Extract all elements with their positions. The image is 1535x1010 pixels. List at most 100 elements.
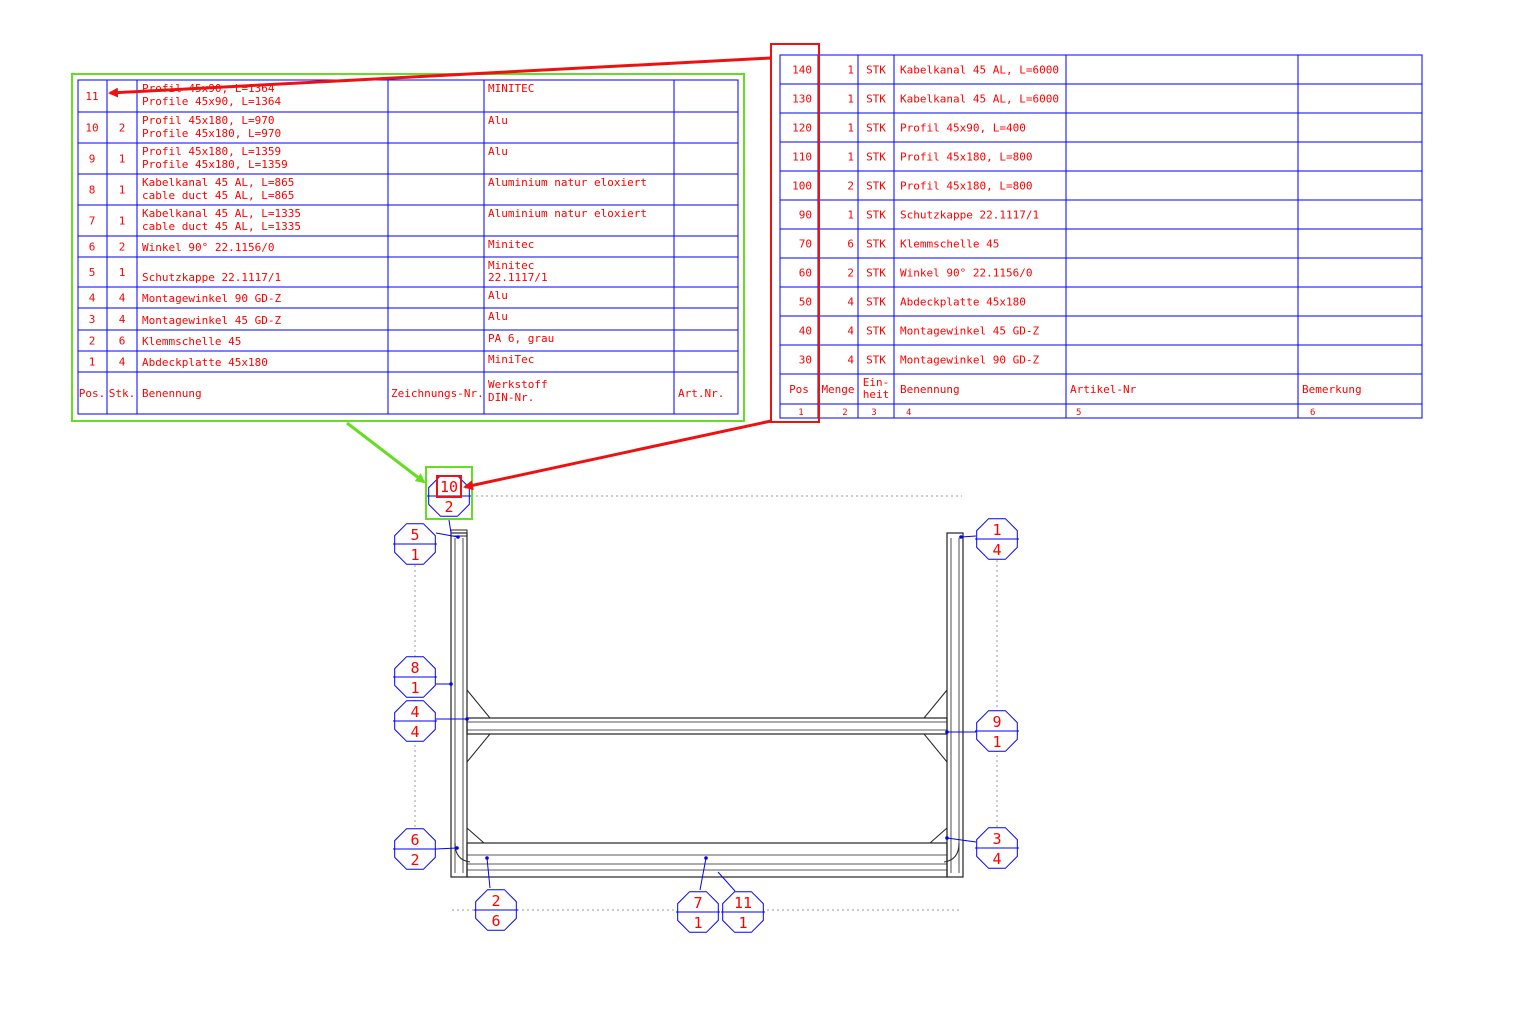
table-frame: [779, 54, 1423, 419]
header-artikel-nr: Artikel-Nr: [1070, 383, 1137, 396]
balloon-quantity: 1: [693, 914, 702, 932]
cell-einheit: STK: [866, 64, 886, 77]
cell-einheit: STK: [866, 93, 886, 106]
cell-stk: 2: [119, 241, 126, 254]
cell-einheit: STK: [866, 296, 886, 309]
cell-werkstoff: Minitec: [488, 238, 534, 251]
cell-pos: 50: [799, 296, 812, 309]
cell-pos: 90: [799, 209, 812, 222]
bottom-rail: [466, 842, 948, 878]
balloon-quantity: 4: [410, 723, 419, 741]
cell-menge: 2: [847, 180, 854, 193]
cell-einheit: STK: [866, 267, 886, 280]
leader-line: [717, 871, 736, 892]
cell-werkstoff: MINITEC: [488, 82, 534, 95]
cell-benennung: Profile 45x180, L=970: [142, 127, 281, 140]
cell-pos: 110: [792, 151, 812, 164]
cell-pos: 60: [799, 267, 812, 280]
gusset: [466, 826, 486, 844]
balloon-quantity: 4: [992, 850, 1001, 868]
column-number: 3: [871, 408, 876, 418]
balloon-position: 8: [410, 659, 419, 677]
header-bemerkung: Bemerkung: [1302, 383, 1362, 396]
cell-menge: 1: [847, 93, 854, 106]
cell-menge: 1: [847, 64, 854, 77]
cell-stk: 1: [119, 184, 126, 197]
cell-benennung: Profil 45x90, L=400: [900, 122, 1026, 135]
cell-pos: 120: [792, 122, 812, 135]
header-werkstoff: Werkstoff: [488, 378, 548, 391]
cell-benennung: Kabelkanal 45 AL, L=865: [142, 176, 294, 189]
cell-menge: 6: [847, 238, 854, 251]
leader-line: [699, 857, 707, 891]
cell-werkstoff: Alu: [488, 289, 508, 302]
cell-benennung: cable duct 45 AL, L=865: [142, 189, 294, 202]
cell-benennung: Profile 45x90, L=1364: [142, 95, 281, 108]
balloon-quantity: 2: [444, 498, 453, 516]
cell-stk: 4: [119, 292, 126, 305]
header-benennung: Benennung: [142, 387, 202, 400]
balloon-quantity: 2: [410, 851, 419, 869]
cell-werkstoff: PA 6, grau: [488, 332, 554, 345]
cell-einheit: STK: [866, 238, 886, 251]
cell-benennung: Winkel 90° 22.1156/0: [900, 267, 1032, 280]
cell-stk: 1: [119, 215, 126, 228]
balloon-position: 11: [734, 894, 752, 912]
cell-werkstoff: 22.1117/1: [488, 271, 548, 284]
cell-werkstoff: Alu: [488, 114, 508, 127]
header-pos: Pos.: [79, 387, 106, 400]
cell-pos: 100: [792, 180, 812, 193]
header-einheit: heit: [863, 388, 890, 401]
cell-werkstoff: Aluminium natur eloxiert: [488, 207, 647, 220]
cell-pos: 5: [89, 266, 96, 279]
cell-benennung: Winkel 90° 22.1156/0: [142, 241, 274, 254]
cell-pos: 140: [792, 64, 812, 77]
cell-stk: 1: [119, 266, 126, 279]
cell-stk: 4: [119, 313, 126, 326]
cell-benennung: Klemmschelle 45: [142, 335, 241, 348]
highlight-annotations: [71, 43, 820, 520]
green-highlight-box: [71, 73, 745, 422]
cell-pos: 10: [85, 122, 98, 135]
cell-einheit: STK: [866, 209, 886, 222]
cell-benennung: Klemmschelle 45: [900, 238, 999, 251]
balloon-position: 7: [693, 894, 702, 912]
gusset: [466, 688, 492, 719]
red-arrow: [108, 56, 772, 98]
header-zeichnungs-nr: Zeichnungs-Nr.: [391, 387, 484, 400]
gusset: [928, 826, 948, 844]
balloon-quantity: 1: [992, 733, 1001, 751]
gusset: [466, 733, 492, 764]
cell-einheit: STK: [866, 180, 886, 193]
cell-pos: 70: [799, 238, 812, 251]
balloon-position: 3: [992, 830, 1001, 848]
column-number: 5: [1076, 408, 1081, 418]
header-menge: Menge: [821, 383, 854, 396]
cell-pos: 3: [89, 313, 96, 326]
balloon-quantity: 1: [410, 679, 419, 697]
cell-pos: 11: [85, 90, 98, 103]
header-pos: Pos: [789, 383, 809, 396]
cell-werkstoff: Alu: [488, 145, 508, 158]
cell-stk: 4: [119, 356, 126, 369]
cell-werkstoff: Alu: [488, 310, 508, 323]
leader-line: [435, 847, 458, 850]
cell-menge: 1: [847, 122, 854, 135]
left-post: [450, 532, 468, 878]
red-highlight-box: [770, 43, 820, 423]
cell-pos: 7: [89, 215, 96, 228]
cell-pos: 2: [89, 335, 96, 348]
balloon-position: 2: [491, 892, 500, 910]
balloon-quantity: 1: [410, 546, 419, 564]
cell-stk: 1: [119, 153, 126, 166]
column-number: 2: [842, 408, 847, 418]
green-arrow: [346, 421, 426, 484]
cell-einheit: STK: [866, 325, 886, 338]
right-post: [946, 532, 964, 878]
gusset: [922, 688, 948, 719]
column-number: 1: [798, 408, 803, 418]
cell-einheit: STK: [866, 151, 886, 164]
leader-line: [946, 837, 977, 843]
cell-benennung: Profil 45x180, L=1359: [142, 145, 281, 158]
